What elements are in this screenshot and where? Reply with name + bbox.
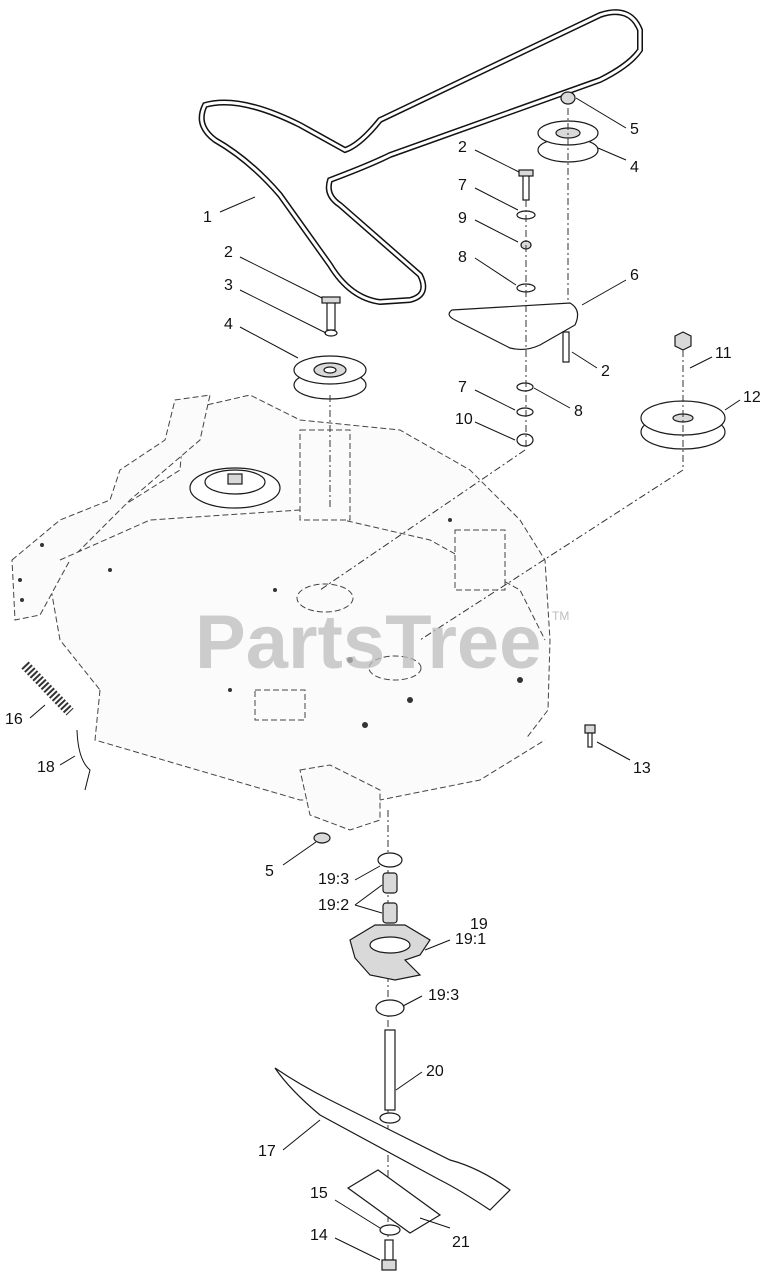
callout-15: 15 [310, 1185, 328, 1202]
extension-spring [21, 661, 74, 716]
callout-19: 19 [470, 916, 488, 933]
callout-4: 4 [224, 316, 233, 333]
mower-blade [274, 1067, 511, 1211]
blade-bolt [381, 1239, 397, 1271]
callout-5: 5 [265, 863, 274, 880]
callouts: 1 2 2 2 3 4 4 5 5 6 7 7 8 8 9 10 11 12 1… [5, 121, 761, 1251]
blade-pulley [419, 331, 726, 641]
callout-18: 18 [37, 759, 55, 776]
left-idler-pulley [293, 296, 367, 510]
watermark-trademark: TM [552, 609, 569, 623]
callout-2: 2 [601, 363, 610, 380]
spring-rod [76, 729, 91, 791]
callout-7: 7 [458, 177, 467, 194]
blade-washer [379, 1224, 401, 1236]
callout-19-3: 19:3 [318, 871, 349, 888]
leader-lines [29, 97, 741, 1261]
callout-3: 3 [224, 277, 233, 294]
callout-16: 16 [5, 711, 23, 728]
callout-12: 12 [743, 389, 761, 406]
callout-21: 21 [452, 1234, 470, 1251]
callout-17: 17 [258, 1143, 276, 1160]
callout-5: 5 [630, 121, 639, 138]
callout-11: 11 [715, 345, 732, 362]
callout-2: 2 [458, 139, 467, 156]
callout-2: 2 [224, 244, 233, 261]
right-idler-pulley [537, 91, 599, 300]
callout-1: 1 [203, 209, 212, 226]
callout-14: 14 [310, 1227, 328, 1244]
mower-deck [11, 394, 551, 831]
callout-4: 4 [630, 159, 639, 176]
callout-13: 13 [633, 760, 651, 777]
callout-9: 9 [458, 210, 467, 227]
idler-arm [319, 169, 579, 591]
callout-10: 10 [455, 411, 473, 428]
watermark-text: PartsTree [195, 600, 541, 685]
callout-19-1: 19:1 [455, 931, 486, 948]
drive-belt [198, 9, 643, 306]
callout-8: 8 [458, 249, 467, 266]
watermark: PartsTree TM [195, 600, 569, 685]
spindle-assembly [313, 810, 431, 1270]
blade-plate [346, 1169, 442, 1234]
callout-19-3: 19:3 [428, 987, 459, 1004]
callout-19-2: 19:2 [318, 897, 349, 914]
callout-8: 8 [574, 403, 583, 420]
callout-6: 6 [630, 267, 639, 284]
callout-20: 20 [426, 1063, 444, 1080]
callout-7: 7 [458, 379, 467, 396]
flange-bolt-13 [584, 724, 596, 748]
